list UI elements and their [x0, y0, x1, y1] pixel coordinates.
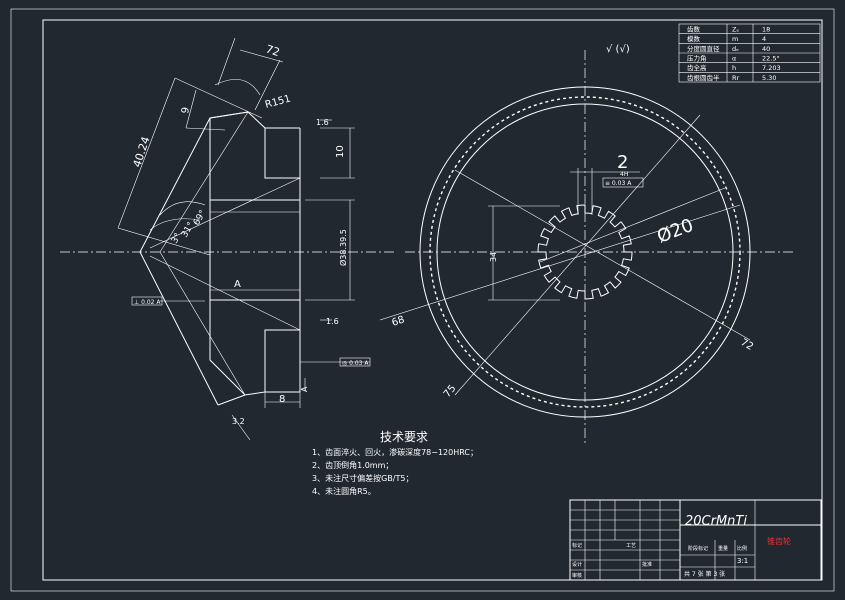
dim-2: 2	[617, 152, 628, 173]
param-value: 5.30	[762, 74, 776, 82]
surface-symbol: √ (√)	[606, 44, 630, 55]
param-symbol: Rr	[732, 74, 740, 82]
spline-bore	[537, 204, 633, 300]
dim-72: 72	[264, 42, 281, 59]
front-view: ≡ 0.03 A 2 4H 34 Ø20 68 72 75 √ (√)	[379, 44, 795, 445]
lower-hatch	[209, 299, 301, 396]
param-name: 分度圆直径	[687, 44, 720, 53]
tb-label: 工艺	[626, 543, 636, 549]
dim-10: 10	[335, 145, 346, 158]
tb-label: 审核	[572, 572, 582, 579]
tb-label: 设计	[572, 561, 582, 568]
datum-phi: A	[234, 279, 241, 290]
dim-bore: Ø38.39.5	[338, 229, 348, 266]
dim-9: 9	[180, 106, 192, 114]
parameter-table: 齿数 Zₑ 18 模数 m 4 分度圆直径 dₑ 40 压力角 α 22.5° …	[678, 23, 821, 83]
dim-40-24: 40.24	[130, 135, 152, 169]
dim-72b: 72	[739, 337, 756, 353]
tb-label: 比例	[737, 545, 747, 552]
sheet-info: 共 7 张 第 3 张	[684, 570, 725, 578]
dim-8: 8	[279, 394, 285, 405]
param-symbol: h	[732, 64, 736, 72]
dim-phi20: Ø20	[654, 215, 696, 248]
param-symbol: dₑ	[732, 45, 739, 53]
dim-75: 75	[442, 383, 459, 400]
dim-68: 68	[391, 314, 407, 328]
title-block: 20CrMnTi 锥齿轮 3:1 标记 设计 审核 工艺 批准 阶段标记 重量 …	[569, 499, 822, 581]
param-value: 18	[762, 26, 770, 34]
param-name: 齿全高	[687, 63, 707, 72]
param-value: 4	[762, 35, 766, 43]
section-view: 72 9 40.24 R151 69° 31° 3° 10 Ø38.39.5 8…	[60, 37, 395, 441]
upper-hatch	[209, 111, 301, 201]
part-name: 锥齿轮	[767, 536, 791, 546]
roughness-bottom: 1.6	[326, 317, 339, 326]
param-value: 40	[762, 45, 770, 53]
param-name: 齿数	[687, 25, 701, 34]
param-symbol: m	[732, 35, 738, 43]
key-width: 4H	[620, 171, 628, 178]
tech-title: 技术要求	[380, 430, 428, 444]
tb-label: 批准	[642, 561, 652, 568]
dim-r151: R151	[264, 94, 292, 111]
inner-border	[42, 19, 823, 581]
tech-item: 3、未注尺寸偏差按GB/T5；	[312, 473, 413, 483]
tech-item: 2、齿顶倒角1.0mm；	[312, 460, 393, 470]
tb-label: 标记	[572, 542, 582, 549]
tolerance-runout: ⊥ 0.02 A	[134, 299, 161, 306]
param-symbol: Zₑ	[732, 26, 739, 34]
scale: 3:1	[737, 557, 748, 565]
tolerance-coaxial: ◎ 0.03 A	[342, 360, 369, 367]
outer-border	[10, 8, 835, 592]
param-name: 模数	[687, 34, 701, 43]
tb-label: 阶段标记	[688, 545, 708, 552]
tech-item: 1、齿面淬火、回火，渗碳深度78−120HRC；	[312, 447, 478, 457]
param-name: 压力角	[687, 54, 707, 63]
material: 20CrMnTi	[685, 514, 747, 529]
tb-label: 重量	[718, 545, 728, 552]
param-value: 7.203	[762, 64, 781, 72]
technical-requirements: 技术要求 1、齿面淬火、回火，渗碳深度78−120HRC； 2、齿顶倒角1.0m…	[312, 430, 478, 496]
dim-34: 34	[489, 252, 498, 262]
param-value: 22.5°	[762, 55, 780, 63]
param-symbol: α	[732, 55, 736, 63]
roughness-cone: 3.2	[232, 417, 245, 426]
tolerance-symmetry: ≡ 0.03 A	[605, 180, 632, 187]
datum-a: A	[300, 386, 309, 392]
roughness-top: 1.6	[316, 118, 329, 127]
angle-3: 3°	[170, 232, 184, 246]
param-name: 齿根圆齿半	[687, 73, 720, 82]
tech-item: 4、未注圆角R5。	[312, 486, 376, 496]
